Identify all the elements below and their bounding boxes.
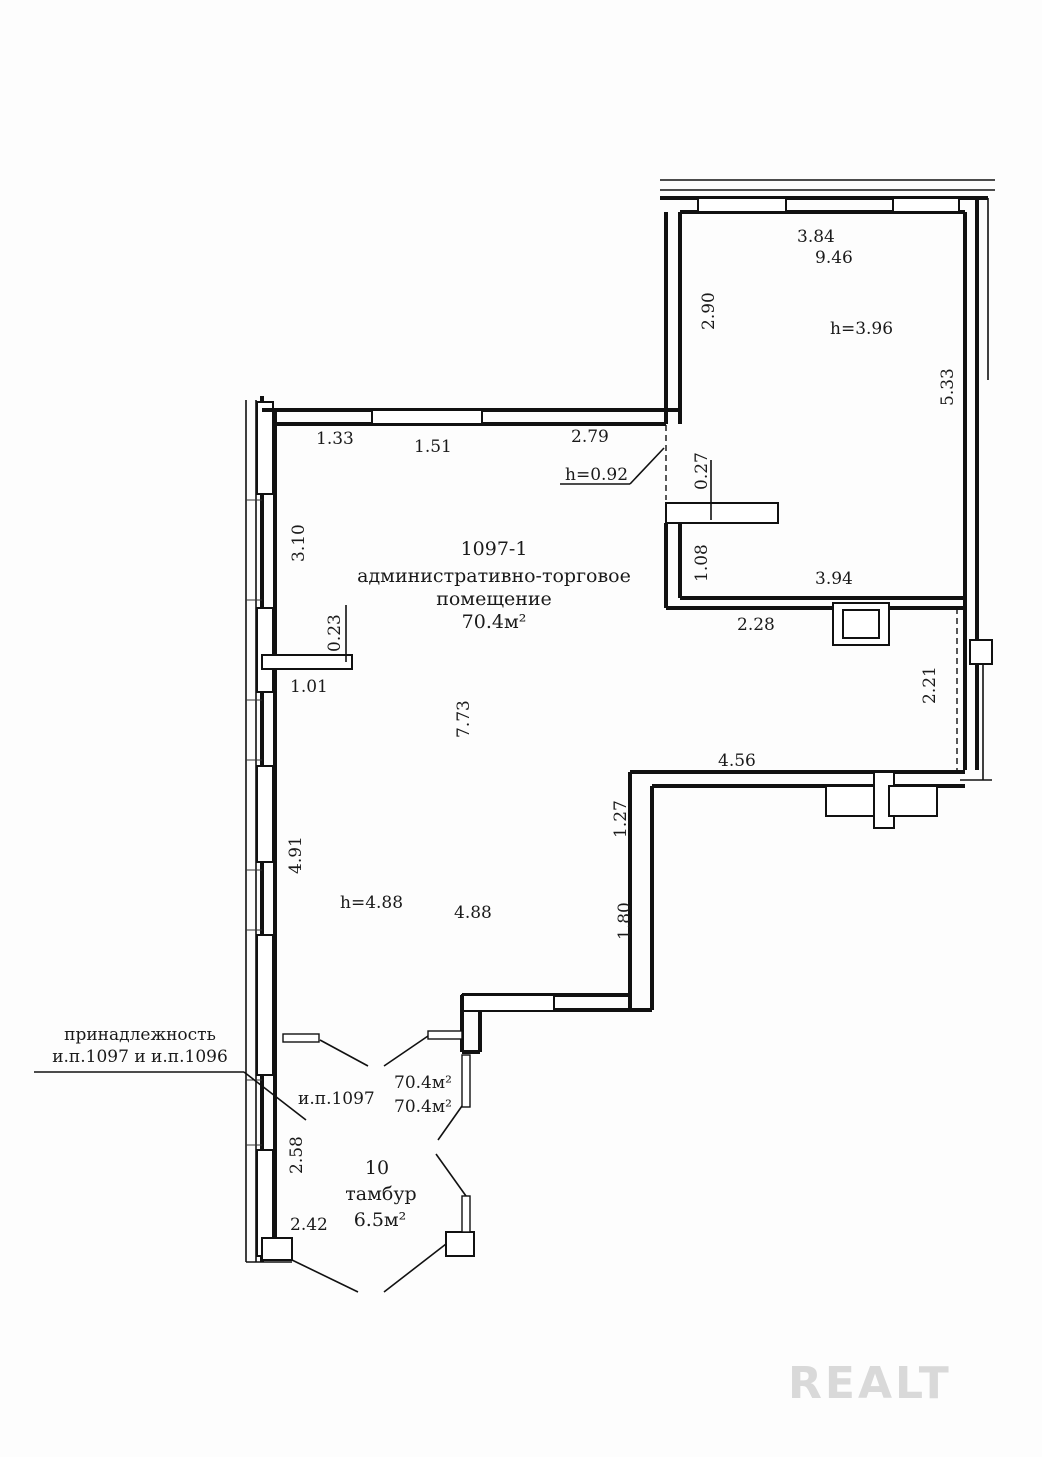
vestibule-number: 10 bbox=[365, 1157, 389, 1179]
vestibule-area: 6.5м² bbox=[354, 1209, 407, 1231]
dim-2.21: 2.21 bbox=[920, 666, 940, 704]
dim-1.08: 1.08 bbox=[692, 544, 712, 582]
inner-partition bbox=[665, 502, 779, 524]
callout-line2: и.п.1097 и и.п.1096 bbox=[52, 1047, 228, 1067]
dim-2.90: 2.90 bbox=[699, 292, 719, 330]
window-left-3 bbox=[256, 765, 274, 863]
vestibule-name: тамбур bbox=[345, 1183, 416, 1205]
room-area: 70.4м² bbox=[462, 611, 527, 633]
dim-5.33: 5.33 bbox=[938, 368, 958, 406]
dim-3.94: 3.94 bbox=[815, 569, 853, 589]
wall-niche bbox=[969, 639, 993, 665]
window-left-4 bbox=[256, 934, 274, 1076]
leader-lines bbox=[34, 425, 712, 1121]
dim-3.10: 3.10 bbox=[289, 524, 309, 562]
vestibule-area-note-2: 70.4м² bbox=[394, 1097, 452, 1117]
dim-2.79: 2.79 bbox=[571, 427, 609, 447]
dim-0.23: 0.23 bbox=[325, 614, 345, 652]
dim-4.56: 4.56 bbox=[718, 751, 756, 771]
vestibule-area-note-1: 70.4м² bbox=[394, 1073, 452, 1093]
height-upper: h=3.96 bbox=[830, 319, 893, 339]
callout-line1: принадлежность bbox=[64, 1025, 216, 1045]
partition-stub bbox=[261, 654, 353, 670]
watermark: REALT bbox=[788, 1358, 952, 1409]
dim-1.01: 1.01 bbox=[290, 677, 328, 697]
dim-7.73: 7.73 bbox=[454, 700, 474, 738]
labels: 3.84 2.90 h=3.96 5.33 1.33 1.51 2.79 9.4… bbox=[52, 227, 958, 1409]
window-top-right-2 bbox=[892, 197, 960, 213]
dim-0.27: 0.27 bbox=[692, 452, 712, 490]
window-left-1 bbox=[256, 401, 274, 495]
height-main: h=4.88 bbox=[340, 893, 403, 913]
area-9.46: 9.46 bbox=[815, 248, 853, 268]
door-leaf-vertical bbox=[461, 1054, 471, 1108]
walls bbox=[245, 179, 995, 1263]
door-leaf-left bbox=[282, 1033, 320, 1043]
window-left-2 bbox=[256, 607, 274, 693]
doors bbox=[282, 1030, 471, 1293]
dim-4.88: 4.88 bbox=[454, 903, 492, 923]
step-height: h=0.92 bbox=[565, 465, 628, 485]
dim-2.42: 2.42 bbox=[290, 1215, 328, 1235]
room-name-line2: помещение bbox=[436, 588, 552, 610]
dim-4.91: 4.91 bbox=[286, 836, 306, 874]
dim-1.27: 1.27 bbox=[611, 800, 631, 838]
room-name-line1: административно-торговое bbox=[357, 565, 631, 587]
vestibule-owner: и.п.1097 bbox=[298, 1089, 375, 1109]
partition-lower bbox=[461, 994, 555, 1012]
corner-block bbox=[261, 1237, 293, 1261]
vestibule-stub bbox=[445, 1231, 475, 1257]
dim-3.84: 3.84 bbox=[797, 227, 835, 247]
dim-1.80: 1.80 bbox=[615, 902, 635, 940]
door-leaf-vestibule bbox=[461, 1195, 471, 1233]
room-id: 1097-1 bbox=[461, 538, 528, 560]
dim-1.51: 1.51 bbox=[414, 437, 452, 457]
dim-2.58: 2.58 bbox=[287, 1136, 307, 1174]
window-top bbox=[371, 409, 483, 425]
dim-1.33: 1.33 bbox=[316, 429, 354, 449]
door-leaf-right bbox=[427, 1030, 463, 1040]
window-top-right-1 bbox=[697, 197, 787, 213]
dim-2.28: 2.28 bbox=[737, 615, 775, 635]
